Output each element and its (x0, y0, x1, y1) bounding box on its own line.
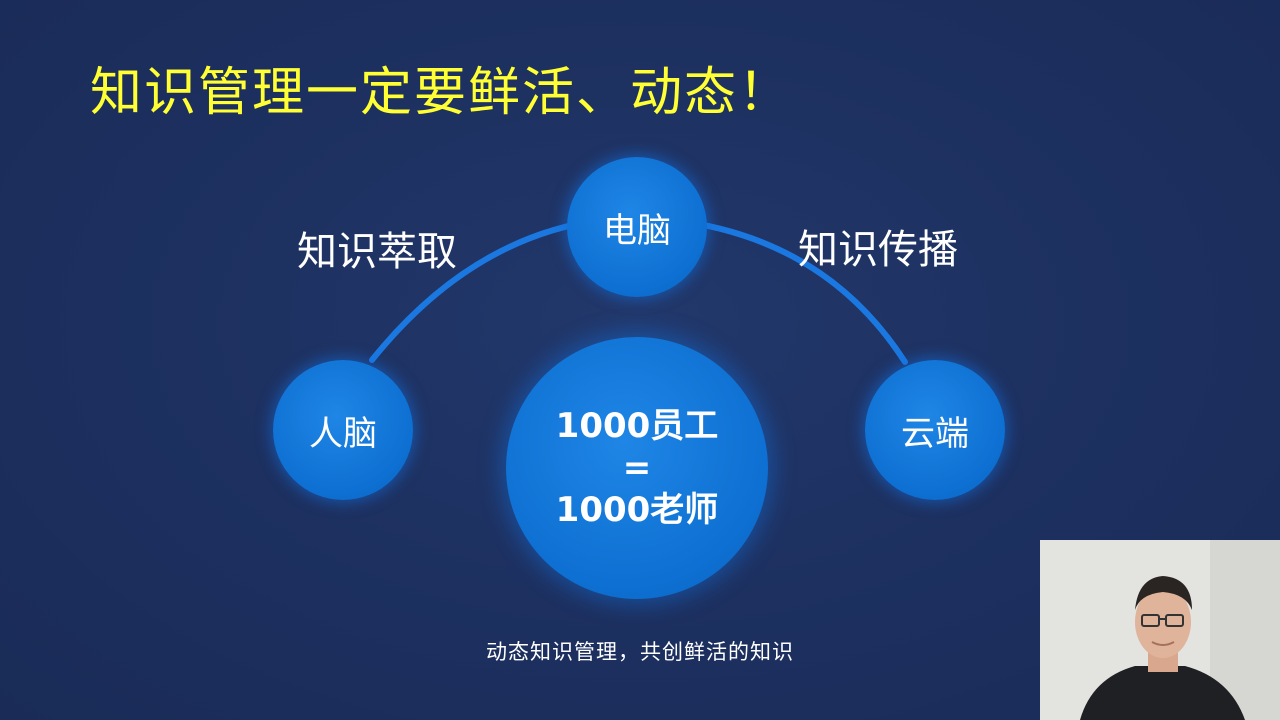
node-human-brain-label: 人脑 (309, 413, 377, 454)
label-knowledge-extraction: 知识萃取 (297, 229, 457, 275)
subtitle-caption: 动态知识管理，共创鲜活的知识 (486, 640, 794, 664)
center-line-3: 1000老师 (555, 490, 719, 530)
node-computer: 电脑 (567, 157, 707, 297)
slide-title: 知识管理一定要鲜活、动态！ (90, 63, 793, 123)
node-cloud: 云端 (865, 360, 1005, 500)
node-cloud-label: 云端 (901, 413, 969, 454)
label-knowledge-spread: 知识传播 (798, 227, 958, 273)
node-computer-label: 电脑 (603, 210, 671, 251)
presenter-video-icon (1040, 540, 1280, 720)
node-human-brain: 人脑 (273, 360, 413, 500)
center-line-1: 1000员工 (555, 406, 719, 446)
presenter-webcam (1040, 540, 1280, 720)
center-line-2: = (622, 448, 652, 488)
node-center: 1000员工 = 1000老师 (506, 337, 768, 599)
